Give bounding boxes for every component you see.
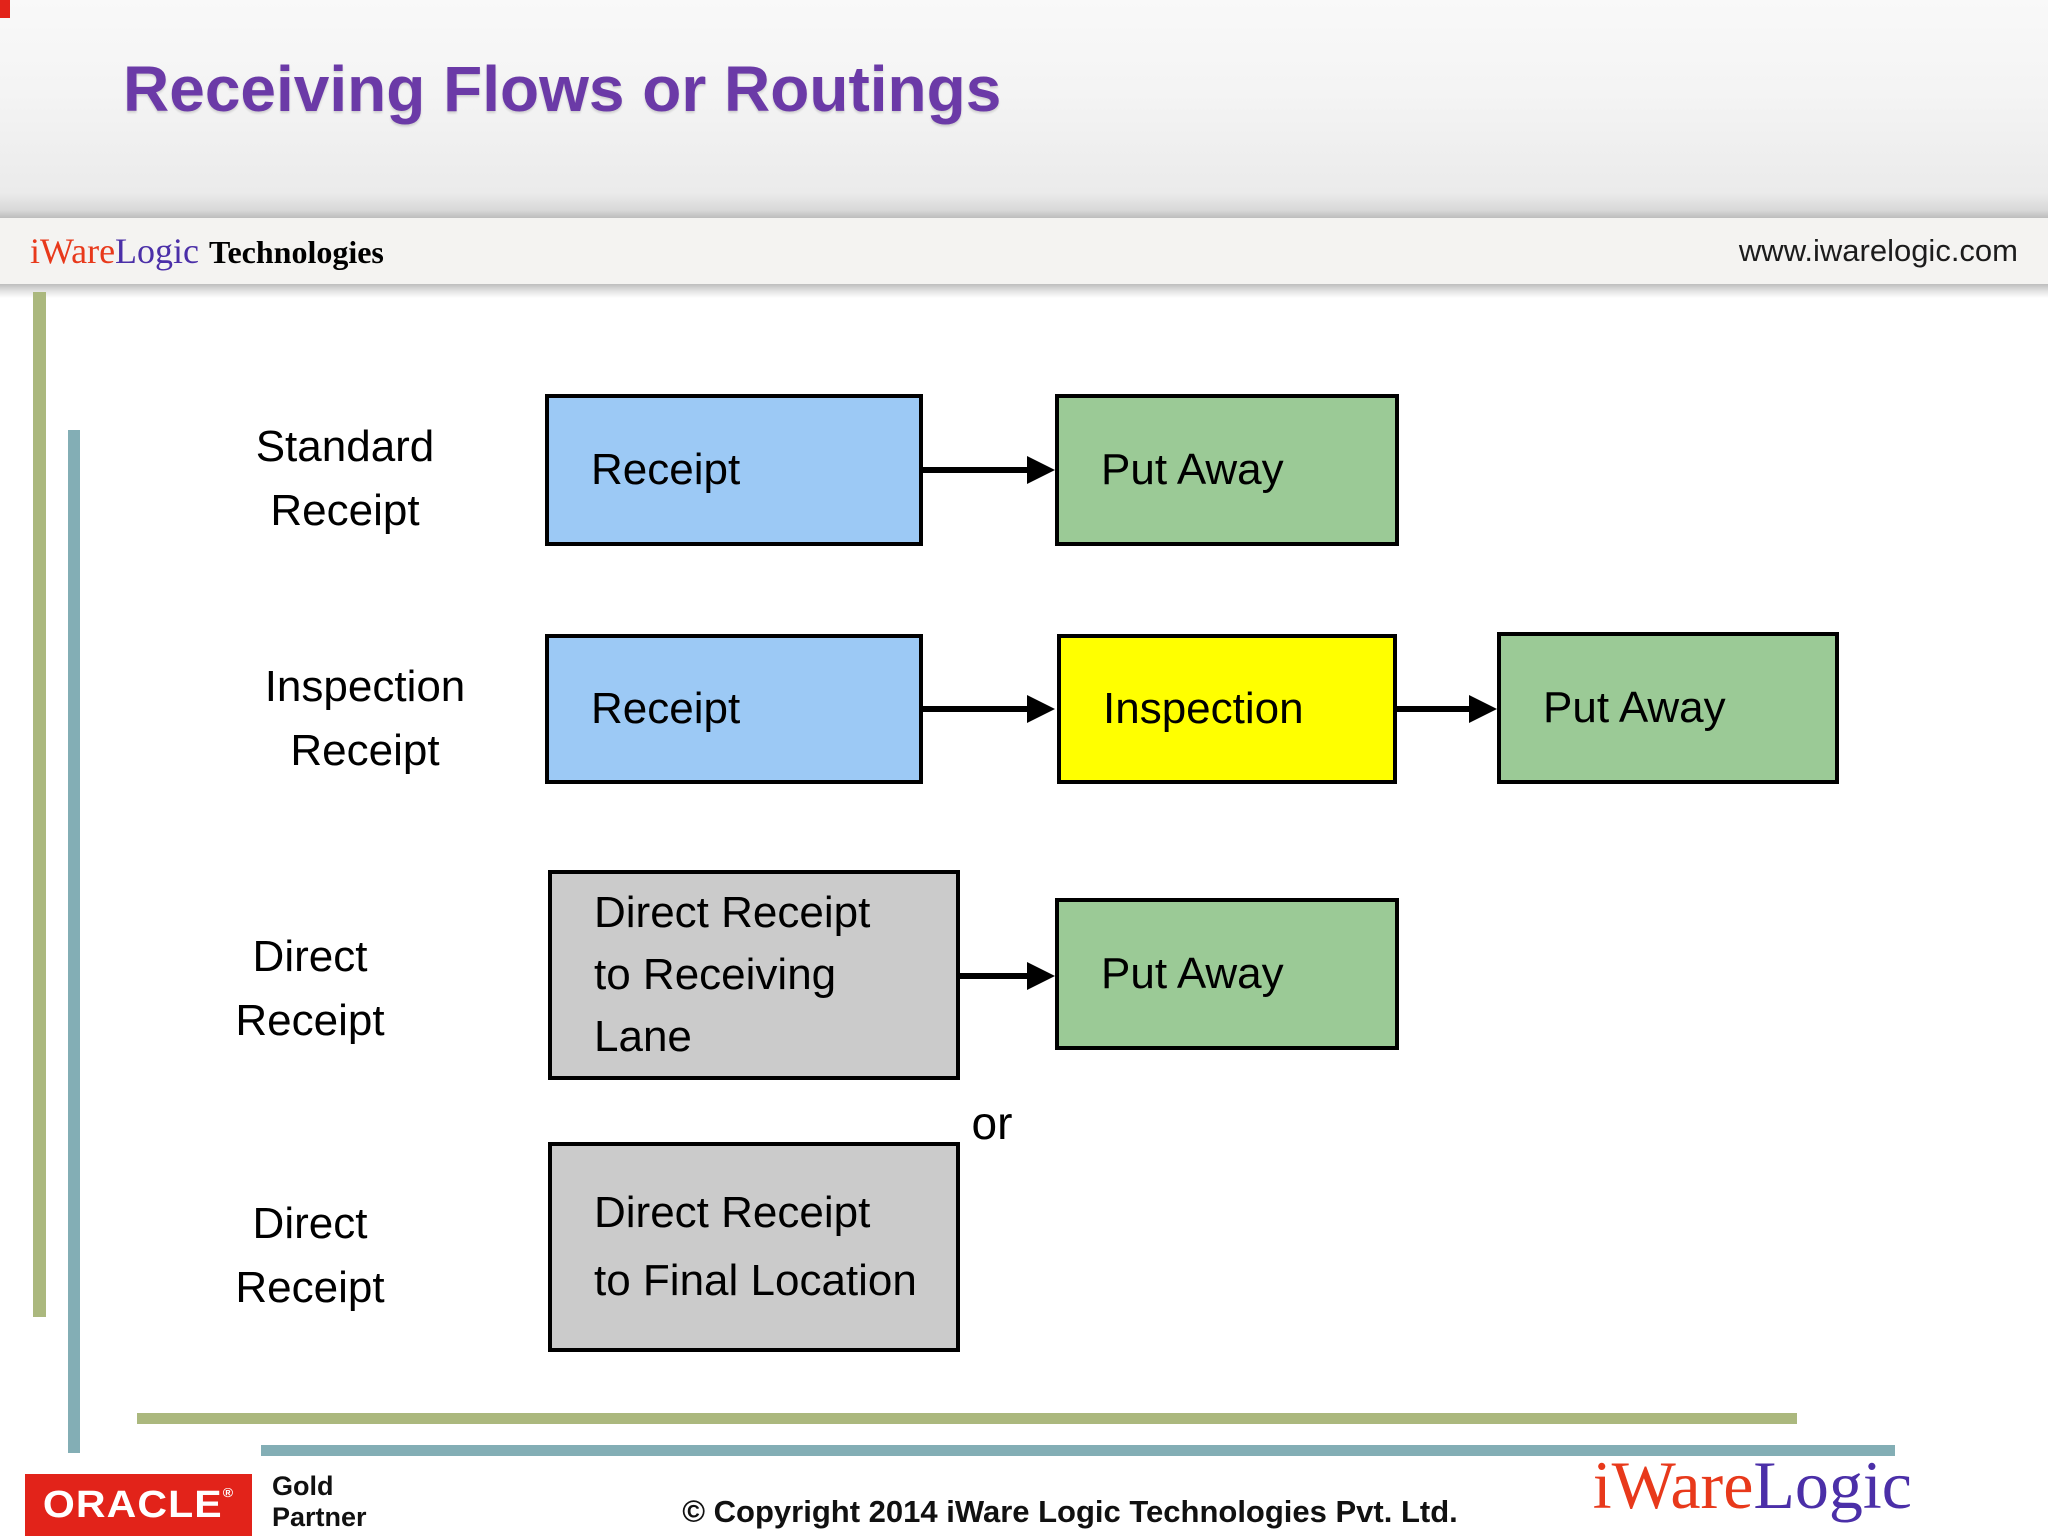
accent-bar-teal-vertical (68, 430, 80, 1453)
inspection-receipt-label: Inspection Receipt (264, 662, 466, 775)
copyright-text: © Copyright 2014 iWare Logic Technologie… (682, 1494, 1458, 1529)
arrowhead-icon (1027, 456, 1055, 484)
direct-receipt-final-box: Direct Receipt to Final Location (548, 1142, 960, 1352)
footer-logo-logic: Logic (1753, 1447, 1912, 1523)
title-band (0, 0, 2048, 192)
registered-mark: ® (222, 1484, 235, 1500)
oracle-logo: ORACLE® (25, 1474, 252, 1536)
arrowhead-icon (1027, 695, 1055, 723)
footer-line-olive (137, 1413, 1797, 1424)
flow-arrow (1395, 695, 1497, 723)
put-away-box-direct: Put Away (1055, 898, 1399, 1050)
accent-bar-olive-vertical (33, 292, 46, 1317)
arrowhead-icon (1027, 962, 1055, 990)
flow-arrow (921, 456, 1055, 484)
footer-line-teal (261, 1445, 1895, 1456)
website-url: www.iwarelogic.com (1738, 233, 2018, 268)
logo-band-shadow (0, 284, 2048, 298)
or-label: or (971, 1097, 1013, 1149)
put-away-box-standard: Put Away (1055, 394, 1399, 546)
corner-accent-mark (0, 0, 10, 18)
oracle-wordmark: ORACLE (42, 1483, 223, 1526)
flow-arrow (921, 695, 1055, 723)
footer-logo-iware: iWare (1592, 1447, 1754, 1523)
brand-suffix: Technologies (209, 234, 384, 270)
direct-receipt-label-2: Direct Receipt (235, 1199, 385, 1312)
direct-receipt-lane-box: Direct Receipt to Receiving Lane (548, 870, 960, 1080)
receipt-box-standard: Receipt (545, 394, 923, 546)
receipt-box-inspection: Receipt (545, 634, 923, 784)
standard-receipt-label: Standard Receipt (255, 422, 435, 535)
brand-iware: iWare (30, 231, 116, 271)
direct-receipt-label-1: Direct Receipt (235, 932, 385, 1045)
inspection-box: Inspection (1057, 634, 1397, 784)
iwarelogic-footer-logo: iWareLogic (1593, 1446, 1912, 1525)
page-title: Receiving Flows or Routings (123, 53, 1002, 125)
arrowhead-icon (1469, 695, 1497, 723)
put-away-box-inspection: Put Away (1497, 632, 1839, 784)
gold-partner-label: Gold Partner (272, 1471, 367, 1532)
brand-logic: Logic (115, 231, 200, 271)
header-bevel (0, 192, 2048, 218)
flow-arrow (958, 962, 1055, 990)
